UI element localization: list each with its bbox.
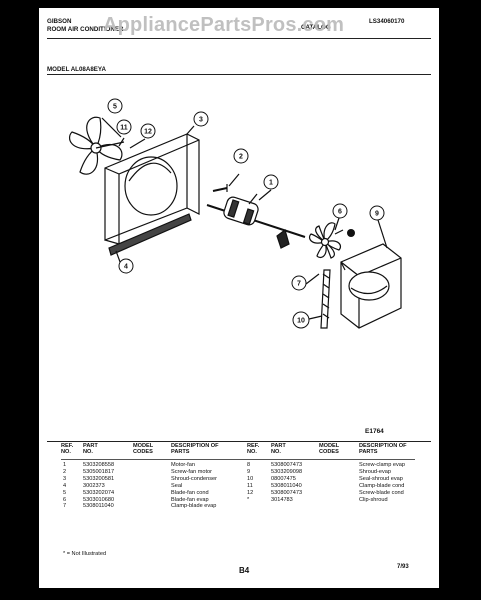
table-row-ref: 2 — [63, 468, 67, 475]
header-desc-left: DESCRIPTION OF PARTS — [171, 443, 219, 456]
table-row-part: 5303208558 — [83, 462, 115, 468]
table-row-part: 3014783 — [271, 496, 293, 503]
header-part-left: PART NO. — [83, 443, 98, 456]
fan-motor — [206, 193, 306, 238]
svg-text:12: 12 — [144, 129, 152, 136]
callout-10: 10 — [292, 311, 310, 329]
callout-3: 3 — [193, 111, 209, 127]
not-illustrated-note: * = Not Illustrated — [63, 551, 107, 557]
table-row-desc: Screw-fan motor — [171, 468, 213, 475]
table-row-part: 5303200581 — [83, 475, 115, 482]
doc-id: LS34060170 — [369, 18, 405, 25]
table-row-part: 5303010680 — [83, 496, 115, 503]
callout-2: 2 — [233, 148, 249, 164]
header-ref-right: REF. NO. — [247, 443, 260, 456]
table-row-desc: Clamp-blade evap — [171, 503, 217, 510]
header-model-right: MODEL CODES — [319, 443, 340, 456]
parts-sheet: GIBSON ROOM AIR CONDITIONER CATALOG LS34… — [39, 8, 439, 588]
callout-4: 4 — [118, 258, 134, 274]
table-row-ref: 12 — [247, 489, 254, 496]
table-row-desc: Blade-fan cond — [171, 489, 209, 496]
callout-6: 6 — [332, 203, 348, 219]
header-part-right: PART NO. — [271, 443, 286, 456]
header-rule-model — [47, 74, 431, 75]
table-row-ref: 4 — [63, 482, 67, 489]
table-row-ref: 5 — [63, 489, 67, 496]
table-row-desc: Clamp-blade cond — [359, 482, 405, 489]
table-row-desc: Screw-blade cond — [359, 489, 404, 496]
table-row-desc: Motor-fan — [171, 462, 195, 468]
brand-label: GIBSON — [47, 18, 72, 25]
table-row-part: 3002373 — [83, 482, 105, 489]
table-row-ref: 6 — [63, 496, 67, 503]
fan-motor-screw — [212, 173, 240, 192]
exploded-view-diagram: 5 11 12 3 2 1 4 6 9 7 10 E1764 — [68, 98, 402, 435]
table-row-part: 5305001817 — [83, 468, 115, 475]
table-row-desc: Shroud-evap — [359, 468, 392, 475]
table-row-ref: 8 — [247, 462, 251, 468]
condenser-shroud — [104, 133, 200, 245]
condenser-fan-blade — [68, 116, 125, 175]
callout-8 — [347, 229, 355, 237]
table-row-ref: 9 — [247, 468, 251, 475]
svg-text:5: 5 — [113, 104, 117, 111]
header-rule-top — [47, 38, 431, 39]
callout-9: 9 — [369, 205, 385, 221]
table-row-part: 5303209098 — [271, 468, 303, 475]
table-row-part: 5303202074 — [83, 489, 115, 496]
table-row-part: 5308011040 — [271, 482, 302, 489]
blade-clamp — [276, 228, 290, 249]
table-row-desc: Shroud-condenser — [171, 475, 218, 482]
table-row-desc: Seal-shroud evap — [359, 475, 403, 482]
svg-text:6: 6 — [338, 209, 342, 216]
evaporator-fan-blade — [308, 222, 342, 259]
callout-12: 12 — [140, 123, 156, 139]
table-row-desc: Clip-shroud — [359, 496, 388, 503]
subtitle-label: ROOM AIR CONDITIONER — [47, 26, 124, 33]
table-row-part: 5308007473 — [271, 462, 303, 468]
svg-text:11: 11 — [120, 125, 128, 132]
page-number: B4 — [239, 566, 250, 575]
table-row-part: 5308011040 — [83, 503, 114, 510]
table-row-ref: * — [247, 496, 250, 503]
callout-5: 5 — [107, 98, 123, 114]
svg-text:7: 7 — [297, 281, 301, 288]
evaporator-shroud — [340, 243, 402, 329]
table-row-ref: 10 — [247, 475, 254, 482]
table-row-ref: 11 — [247, 482, 253, 489]
table-rule-top — [47, 441, 431, 442]
revision-date: 7/93 — [397, 564, 409, 570]
callout-11: 11 — [116, 119, 132, 135]
svg-text:4: 4 — [124, 264, 128, 271]
header-ref-left: REF. NO. — [61, 443, 74, 456]
table-row-ref: 3 — [63, 475, 67, 482]
watermark: AppliancePartsPros.com — [103, 14, 345, 36]
evap-seal — [320, 269, 331, 329]
table-row-ref: 7 — [63, 503, 67, 510]
table-row-ref: 1 — [63, 462, 67, 468]
header-desc-right: DESCRIPTION OF PARTS — [359, 443, 407, 456]
svg-text:1: 1 — [269, 180, 273, 187]
callout-1: 1 — [263, 174, 279, 190]
svg-text:2: 2 — [239, 154, 243, 161]
seal — [108, 213, 192, 256]
figure-id: E1764 — [365, 428, 384, 435]
table-row-part: 5308007473 — [271, 489, 303, 496]
table-row-part: 08007475 — [271, 475, 296, 482]
table-rule-header — [61, 459, 415, 460]
svg-text:10: 10 — [297, 318, 305, 325]
catalog-label: CATALOG — [301, 24, 331, 31]
header-model-left: MODEL CODES — [133, 443, 154, 456]
table-row-desc: Screw-clamp evap — [359, 462, 406, 468]
model-label: MODEL AL08A8EYA — [47, 66, 106, 73]
table-row-desc: Blade-fan evap — [171, 496, 209, 503]
svg-text:9: 9 — [375, 211, 379, 218]
svg-text:3: 3 — [199, 117, 203, 124]
callout-7: 7 — [291, 275, 307, 291]
table-row-desc: Seal — [171, 482, 183, 489]
